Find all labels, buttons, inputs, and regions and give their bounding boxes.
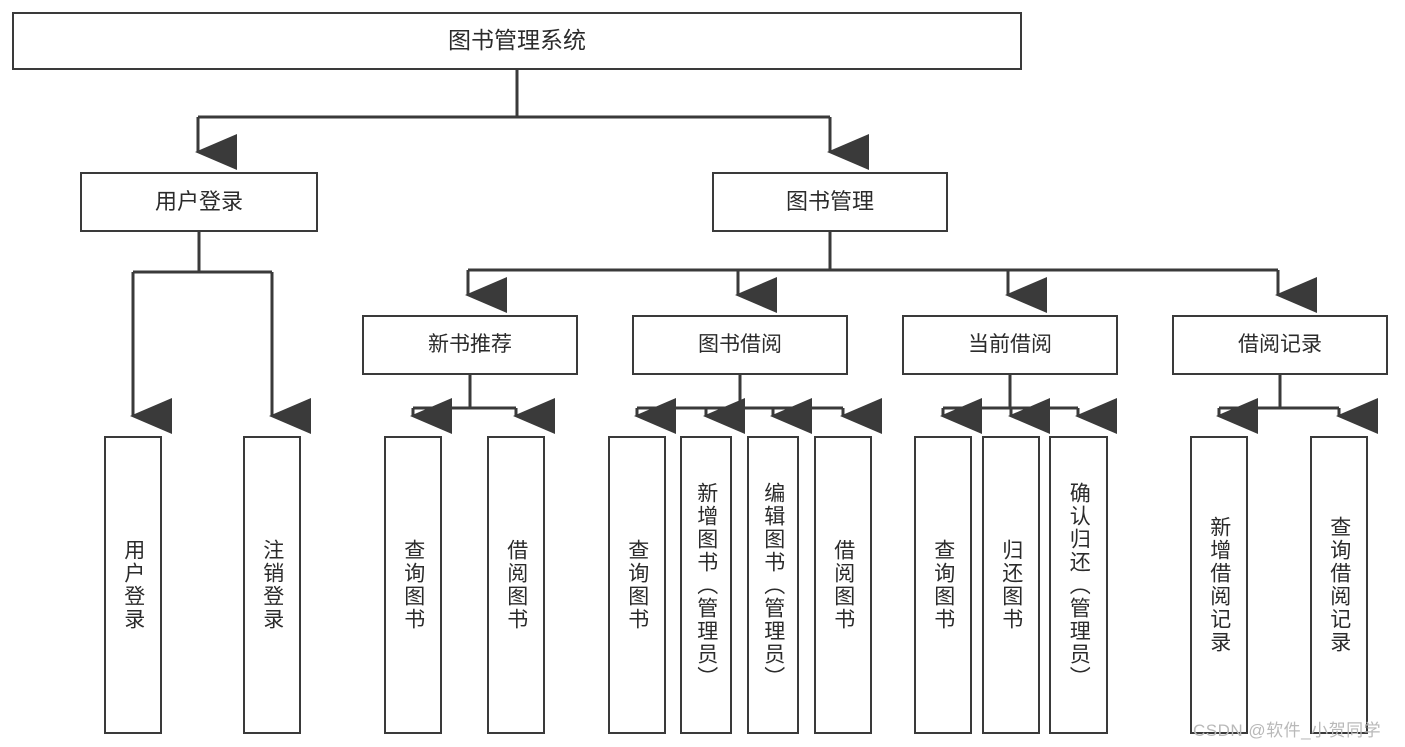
leaf-borrow-book[interactable]: 借阅图书: [814, 436, 872, 734]
node-label: 查询图书: [931, 539, 955, 631]
node-label: 注销登录: [260, 539, 284, 631]
node-label: 图书管理系统: [448, 27, 586, 54]
node-root[interactable]: 图书管理系统: [12, 12, 1022, 70]
node-borrow-record[interactable]: 借阅记录: [1172, 315, 1388, 375]
node-user-login[interactable]: 用户登录: [80, 172, 318, 232]
node-label: 确认归还（管理员）: [1067, 481, 1091, 689]
node-label: 用户登录: [154, 188, 243, 214]
leaf-confirm-return-admin[interactable]: 确认归还（管理员）: [1049, 436, 1108, 734]
leaf-query-borrow-record[interactable]: 查询借阅记录: [1310, 436, 1368, 734]
node-label: 查询图书: [625, 539, 649, 631]
leaf-query-book-borrow[interactable]: 查询图书: [608, 436, 666, 734]
node-new-book-recommend[interactable]: 新书推荐: [362, 315, 578, 375]
node-label: 新增图书（管理员）: [694, 481, 718, 689]
node-label: 图书管理: [785, 188, 874, 214]
leaf-add-borrow-record[interactable]: 新增借阅记录: [1190, 436, 1248, 734]
watermark: CSDN @软件_小贺同学: [1193, 721, 1382, 740]
leaf-return-book[interactable]: 归还图书: [982, 436, 1040, 734]
node-label: 新增借阅记录: [1207, 516, 1231, 654]
node-label: 归还图书: [999, 539, 1023, 631]
leaf-query-book-current[interactable]: 查询图书: [914, 436, 972, 734]
leaf-borrow-book-recommend[interactable]: 借阅图书: [487, 436, 545, 734]
leaf-edit-book-admin[interactable]: 编辑图书（管理员）: [747, 436, 799, 734]
leaf-user-login[interactable]: 用户登录: [104, 436, 162, 734]
leaf-logout[interactable]: 注销登录: [243, 436, 301, 734]
node-label: 借阅图书: [831, 539, 855, 631]
leaf-add-book-admin[interactable]: 新增图书（管理员）: [680, 436, 732, 734]
node-label: 借阅图书: [504, 539, 528, 631]
node-label: 借阅记录: [1238, 333, 1322, 357]
node-label: 查询图书: [401, 539, 425, 631]
node-label: 新书推荐: [428, 333, 512, 357]
node-book-management[interactable]: 图书管理: [712, 172, 948, 232]
node-label: 当前借阅: [968, 333, 1052, 357]
node-book-borrow[interactable]: 图书借阅: [632, 315, 848, 375]
node-label: 图书借阅: [698, 333, 782, 357]
node-label: 编辑图书（管理员）: [761, 481, 785, 689]
node-current-borrow[interactable]: 当前借阅: [902, 315, 1118, 375]
leaf-query-book-recommend[interactable]: 查询图书: [384, 436, 442, 734]
node-label: 用户登录: [121, 539, 145, 631]
node-label: 查询借阅记录: [1327, 516, 1351, 654]
